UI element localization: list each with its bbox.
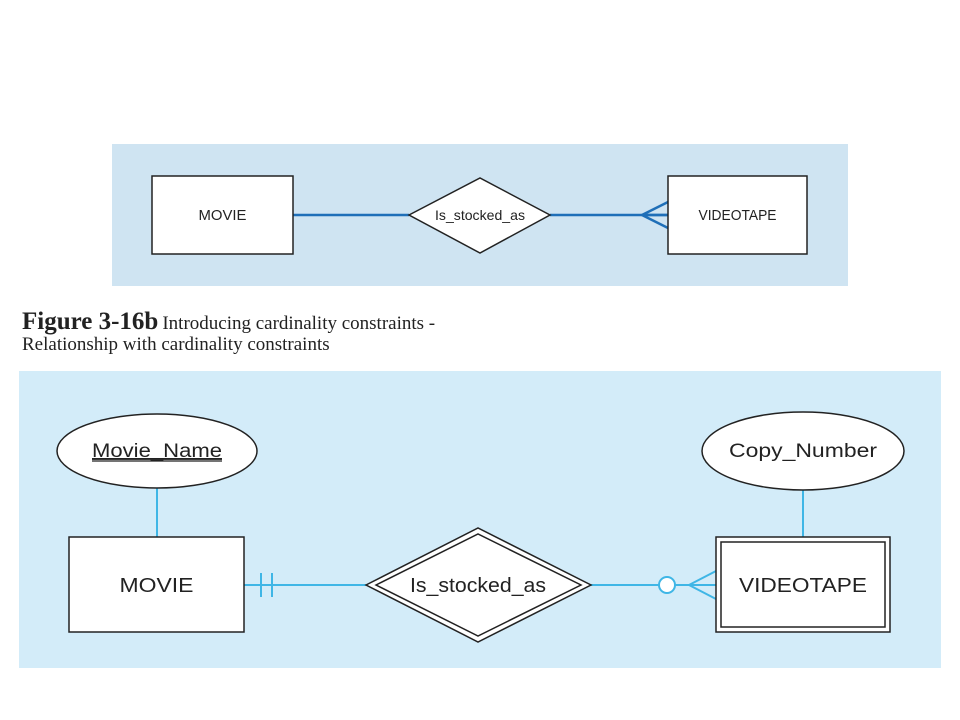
- top-crows-foot-icon: [641, 200, 669, 230]
- bottom-attribute-copy-number-ellipse: [701, 411, 905, 491]
- bottom-relationship-label: Is_stocked_as: [410, 575, 546, 597]
- bottom-entity-movie-label: MOVIE: [120, 575, 194, 597]
- bottom-diagram-svg: Movie_Name Copy_Number MOVIE VIDEOTAPE I…: [56, 411, 905, 643]
- bottom-attribute-movie-name-ellipse: [56, 413, 258, 489]
- figure-number: Figure 3-16b: [22, 308, 159, 335]
- bottom-crows-foot-icon: [688, 570, 717, 600]
- caption-line-2: Relationship with cardinality constraint…: [22, 334, 330, 356]
- bottom-relationship-outer-diamond: [364, 527, 593, 643]
- bottom-entity-videotape-outer-box: [715, 536, 891, 633]
- top-entity-videotape-label: VIDEOTAPE: [699, 207, 777, 224]
- bottom-diagram-panel: Movie_Name Copy_Number MOVIE VIDEOTAPE I…: [19, 371, 941, 668]
- bottom-entity-videotape-inner-box: [720, 541, 886, 628]
- bottom-attribute-copy-number-label: Copy_Number: [729, 441, 878, 462]
- bottom-mandatory-one-icon: [260, 573, 273, 597]
- top-diagram-svg: MOVIE VIDEOTAPE Is_stocked_as: [151, 175, 808, 255]
- top-relationship-label: Is_stocked_as: [435, 207, 525, 223]
- figure-caption: Figure 3-16b Introducing cardinality con…: [22, 308, 722, 356]
- top-diagram-panel: MOVIE VIDEOTAPE Is_stocked_as: [112, 144, 848, 286]
- caption-line-1: Introducing cardinality constraints -: [162, 313, 436, 334]
- top-relationship-diamond: [407, 177, 552, 254]
- bottom-relationship-inner-diamond: [374, 533, 583, 637]
- top-entity-movie-label: MOVIE: [199, 207, 247, 224]
- bottom-entity-movie-box: [68, 536, 245, 633]
- bottom-entity-videotape-label: VIDEOTAPE: [739, 575, 867, 597]
- top-entity-videotape-box: [667, 175, 808, 255]
- bottom-optional-circle-icon: [658, 576, 676, 594]
- bottom-attribute-movie-name-label: Movie_Name: [92, 441, 222, 462]
- top-entity-movie-box: [151, 175, 294, 255]
